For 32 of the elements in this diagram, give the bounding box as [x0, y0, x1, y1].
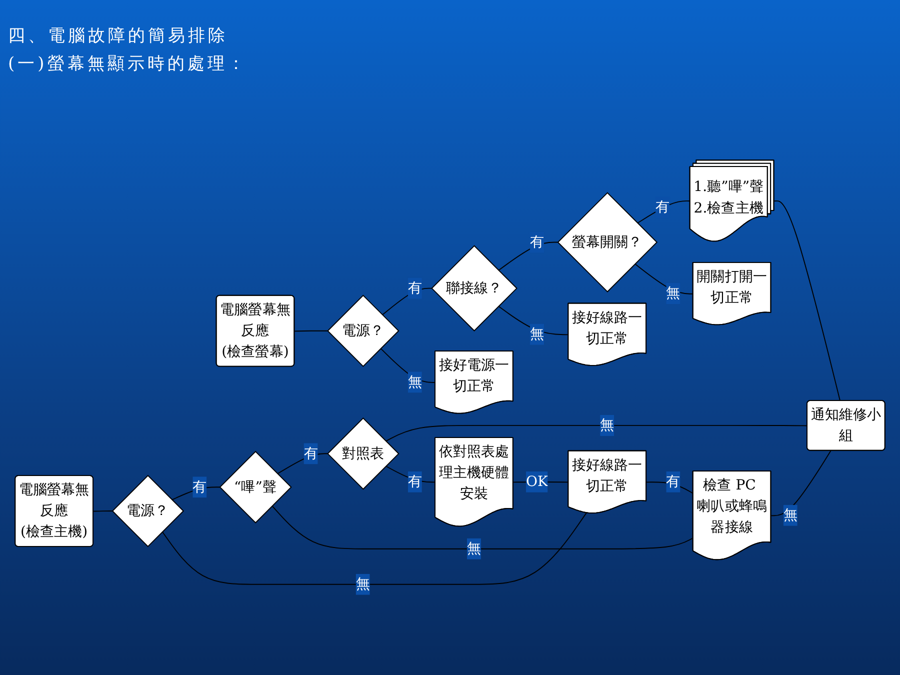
- edge-label: 有: [408, 280, 422, 296]
- connector: [498, 242, 558, 271]
- connector: [498, 306, 569, 336]
- node-diamond: 電源？: [327, 294, 400, 367]
- node-diamond: 電源？: [112, 474, 184, 548]
- edge-label: 有: [655, 199, 670, 216]
- edge-label: OK: [526, 474, 548, 490]
- edge-label: 有: [408, 474, 422, 490]
- connector: [92, 510, 113, 512]
- edge-label: 無: [600, 417, 614, 434]
- edge-label: 有: [192, 479, 207, 496]
- edge-label: 無: [466, 540, 481, 557]
- diagram-title: 四、電腦故障的簡易排除: [8, 25, 228, 48]
- subtitle: (一)螢幕無顯示時的處理：: [8, 53, 248, 75]
- connector: [385, 424, 808, 442]
- connector: [162, 512, 587, 585]
- edge-label: 有: [666, 474, 680, 490]
- edge-label: 無: [666, 286, 680, 302]
- node-diamond: “嗶”聲: [219, 450, 292, 524]
- connector: [770, 450, 832, 516]
- connector: [382, 288, 432, 316]
- edge-label: 無: [783, 507, 798, 524]
- edge-label: 無: [408, 374, 422, 390]
- edge-label: 無: [356, 576, 370, 592]
- edge-label: 有: [304, 446, 318, 462]
- node-diamond: 對照表: [327, 418, 400, 490]
- connector: [272, 505, 694, 550]
- connector: [294, 330, 328, 332]
- connector: [774, 200, 841, 402]
- node-diamond: 聯接線？: [431, 245, 518, 332]
- edge-label: 無: [530, 326, 544, 342]
- edge-label: 有: [530, 234, 544, 250]
